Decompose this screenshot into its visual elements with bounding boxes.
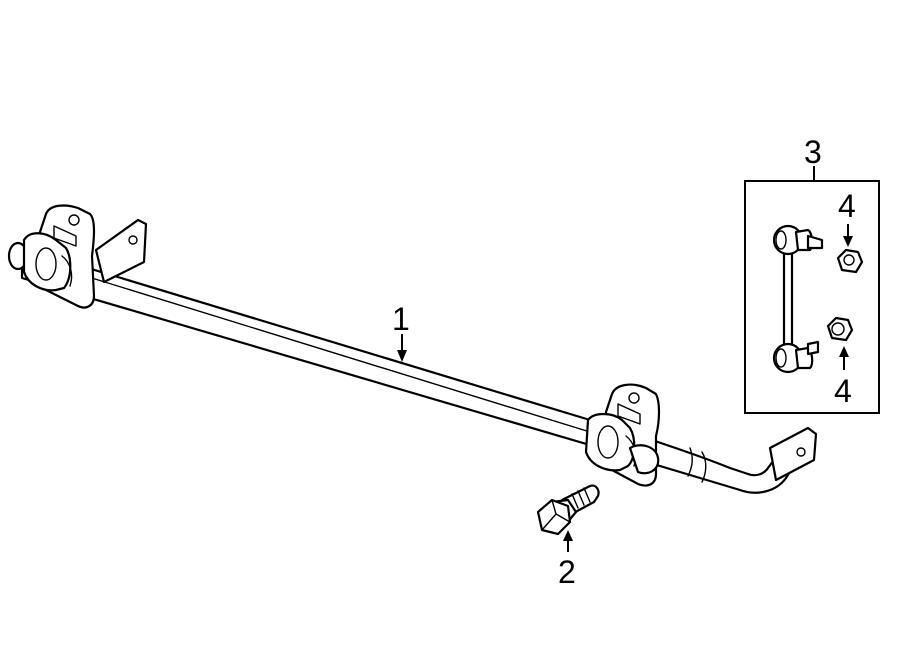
- callout-2: 2: [558, 530, 576, 590]
- stabilizer-link: [772, 224, 824, 374]
- bolt: [536, 484, 600, 536]
- stabilizer-bar: [7, 241, 818, 494]
- callout-1-label: 1: [392, 301, 410, 337]
- nut-upper: [836, 248, 864, 274]
- callout-4-upper: 4: [838, 188, 856, 247]
- callout-1: 1: [392, 301, 410, 362]
- callout-4-lower-label: 4: [834, 373, 852, 409]
- callout-2-label: 2: [558, 554, 576, 590]
- callout-4-upper-label: 4: [838, 188, 856, 224]
- link-kit-box: 3: [744, 134, 880, 414]
- nut-lower: [826, 316, 854, 342]
- callout-4-lower: 4: [834, 346, 852, 409]
- callout-3-label: 3: [804, 134, 822, 170]
- right-bushing-bracket: [584, 383, 661, 487]
- left-bushing-bracket: [22, 204, 148, 309]
